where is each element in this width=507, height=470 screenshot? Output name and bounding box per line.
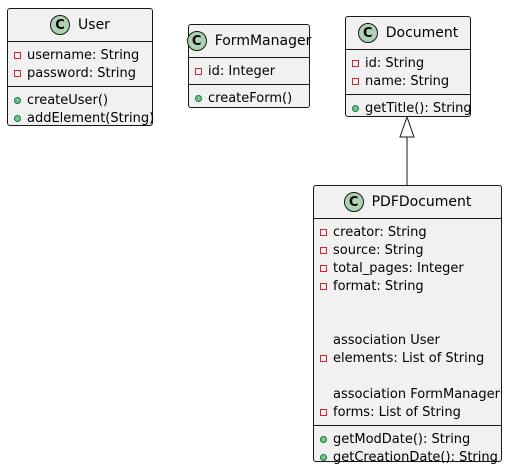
- private-visibility-icon: [14, 69, 21, 77]
- private-visibility-icon: [352, 59, 359, 67]
- field-text: format: String: [333, 278, 424, 294]
- public-visibility-icon: [195, 94, 202, 102]
- field-row: name: String: [352, 72, 470, 90]
- methods-section: createUser() addElement(String): [8, 86, 155, 131]
- private-visibility-icon: [14, 51, 21, 59]
- private-visibility-icon: [320, 264, 327, 272]
- method-text: createUser(): [27, 92, 109, 108]
- class-name: FormManager: [214, 33, 312, 49]
- class-document: C Document id: String name: String getTi…: [345, 16, 472, 117]
- field-row: id: String: [352, 54, 470, 72]
- association-text: association User: [333, 332, 440, 348]
- field-text: source: String: [333, 242, 424, 258]
- field-row: total_pages: Integer: [320, 259, 501, 277]
- public-visibility-icon: [320, 435, 327, 443]
- field-row: elements: List of String: [320, 349, 501, 367]
- public-visibility-icon: [14, 114, 21, 122]
- fields-section: creator: String source: String total_pag…: [314, 218, 501, 425]
- class-name: PDFDocument: [371, 194, 472, 210]
- inheritance-arrowhead-icon: [399, 115, 415, 138]
- method-text: getTitle(): String: [365, 100, 472, 116]
- class-badge-icon: C: [50, 15, 71, 35]
- method-row: createForm(): [195, 89, 309, 107]
- method-text: getCreationDate(): String: [333, 449, 498, 465]
- method-text: getModDate(): String: [333, 431, 471, 447]
- field-text: name: String: [365, 73, 450, 89]
- method-text: createForm(): [208, 90, 293, 106]
- field-text: id: Integer: [208, 63, 276, 79]
- class-header: C FormManager: [186, 25, 312, 57]
- field-text: creator: String: [333, 224, 427, 240]
- class-formmanager: C FormManager id: Integer createForm(): [186, 24, 312, 111]
- private-visibility-icon: [320, 282, 327, 290]
- class-header: C PDFDocument: [314, 186, 501, 218]
- private-visibility-icon: [320, 354, 327, 362]
- field-text: id: String: [365, 55, 425, 71]
- field-row: forms: List of String: [320, 403, 501, 421]
- field-text: password: String: [27, 65, 137, 81]
- field-row: password: String: [14, 64, 152, 82]
- field-text: total_pages: Integer: [333, 260, 464, 276]
- field-row: creator: String: [320, 223, 501, 241]
- class-badge-icon: C: [343, 192, 364, 212]
- private-visibility-icon: [320, 228, 327, 236]
- fields-section: username: String password: String: [8, 41, 152, 86]
- field-text: forms: List of String: [333, 404, 461, 420]
- class-badge-icon: C: [186, 31, 207, 51]
- methods-section: getTitle(): String: [346, 94, 472, 121]
- class-user: C User username: String password: String…: [7, 8, 154, 126]
- private-visibility-icon: [320, 246, 327, 254]
- private-visibility-icon: [195, 67, 202, 75]
- fields-section: id: String name: String: [346, 49, 470, 94]
- class-pdfdocument: C PDFDocument creator: String source: St…: [313, 185, 502, 465]
- field-text: username: String: [27, 47, 140, 63]
- methods-section: getModDate(): String getCreationDate(): …: [314, 425, 501, 470]
- class-name: User: [78, 17, 110, 33]
- private-visibility-icon: [352, 77, 359, 85]
- association-label: association User: [320, 331, 501, 349]
- field-text: elements: List of String: [333, 350, 485, 366]
- field-row: username: String: [14, 46, 152, 64]
- field-row: format: String: [320, 277, 501, 295]
- public-visibility-icon: [320, 453, 327, 461]
- class-badge-icon: C: [357, 23, 378, 43]
- public-visibility-icon: [14, 96, 21, 104]
- class-name: Document: [385, 25, 459, 41]
- field-row: source: String: [320, 241, 501, 259]
- method-row: addElement(String): [14, 109, 155, 127]
- method-row: getTitle(): String: [352, 99, 472, 117]
- fields-section: id: Integer: [189, 57, 309, 84]
- class-header: C User: [8, 9, 152, 41]
- private-visibility-icon: [320, 408, 327, 416]
- field-row: id: Integer: [195, 62, 309, 80]
- association-text: association FormManager: [333, 386, 500, 402]
- class-header: C Document: [346, 17, 470, 49]
- method-row: createUser(): [14, 91, 152, 109]
- public-visibility-icon: [352, 104, 359, 112]
- method-text: addElement(String): [27, 110, 155, 126]
- method-row: getCreationDate(): String: [320, 448, 501, 466]
- methods-section: createForm(): [189, 84, 309, 111]
- association-label: association FormManager: [320, 385, 501, 403]
- method-row: getModDate(): String: [320, 430, 501, 448]
